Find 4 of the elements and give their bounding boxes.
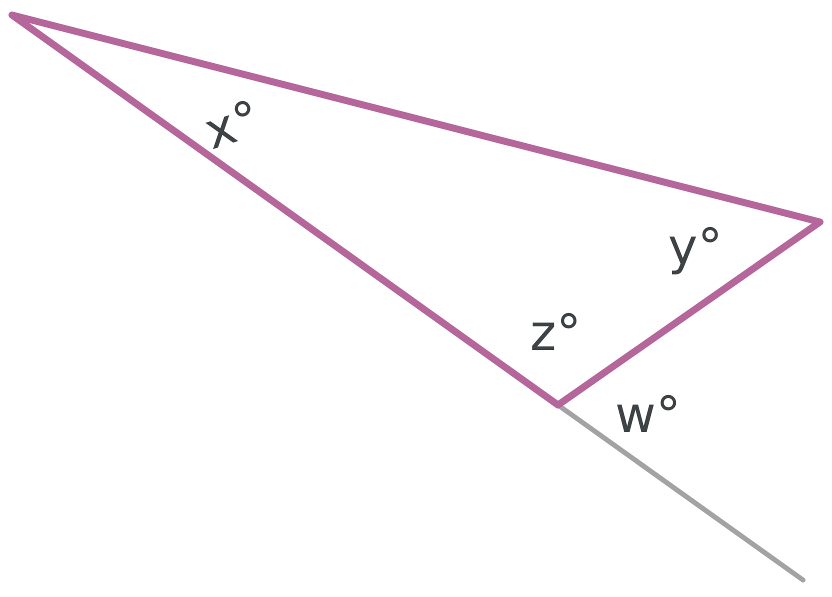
angle-label: z°	[530, 308, 582, 358]
angle-label: x°	[198, 92, 266, 158]
angle-label: y°	[668, 222, 723, 272]
angle-label: w°	[615, 390, 681, 440]
